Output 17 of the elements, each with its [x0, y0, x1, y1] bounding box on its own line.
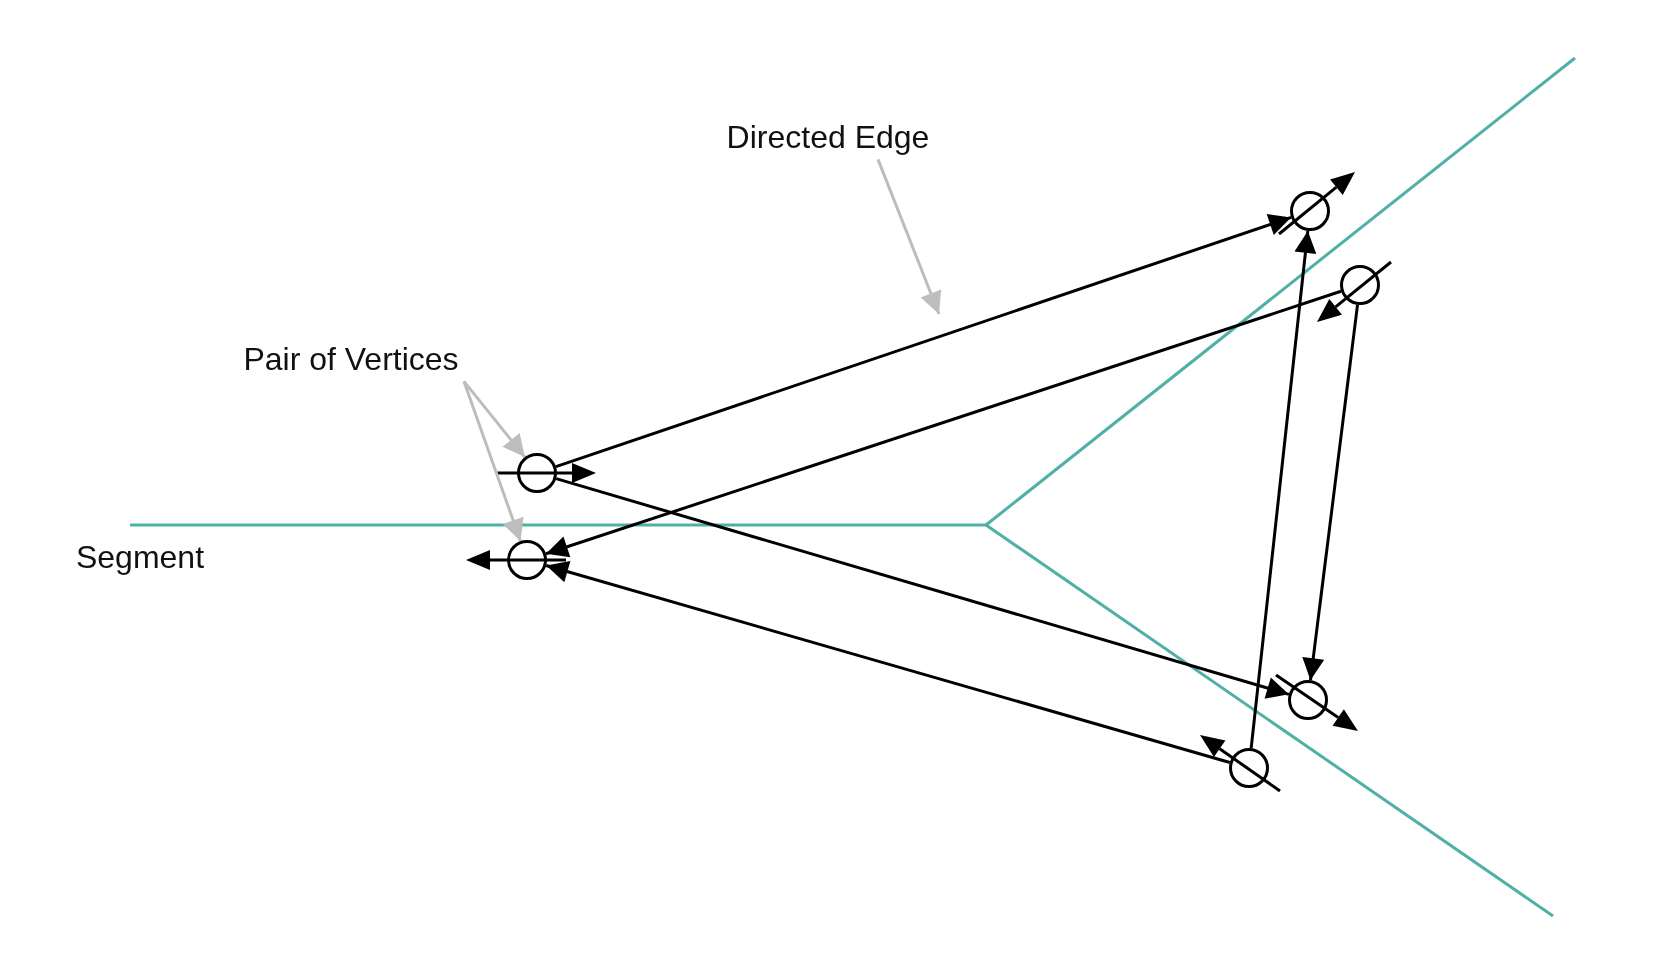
vertex-circle — [1229, 748, 1269, 788]
directed-edge-arrow — [1302, 304, 1359, 681]
directed-edge-arrow — [555, 214, 1292, 468]
leader-line — [876, 158, 942, 315]
vertex-circle — [517, 453, 557, 493]
segment-label: Segment — [75, 538, 205, 576]
leader-line — [462, 380, 524, 542]
callout-label: Directed Edge — [726, 118, 930, 156]
vertex-circle — [1340, 265, 1380, 305]
directed-edge-arrow — [545, 289, 1342, 558]
vertex-circle — [1288, 680, 1328, 720]
directed-edge-arrow — [545, 561, 1231, 764]
vertex-circle — [1290, 191, 1330, 231]
directed-edge-arrow — [1249, 230, 1317, 749]
directed-edge-arrow — [555, 477, 1290, 699]
callout-label: Pair of Vertices — [243, 340, 459, 378]
vertex-circle — [507, 540, 547, 580]
